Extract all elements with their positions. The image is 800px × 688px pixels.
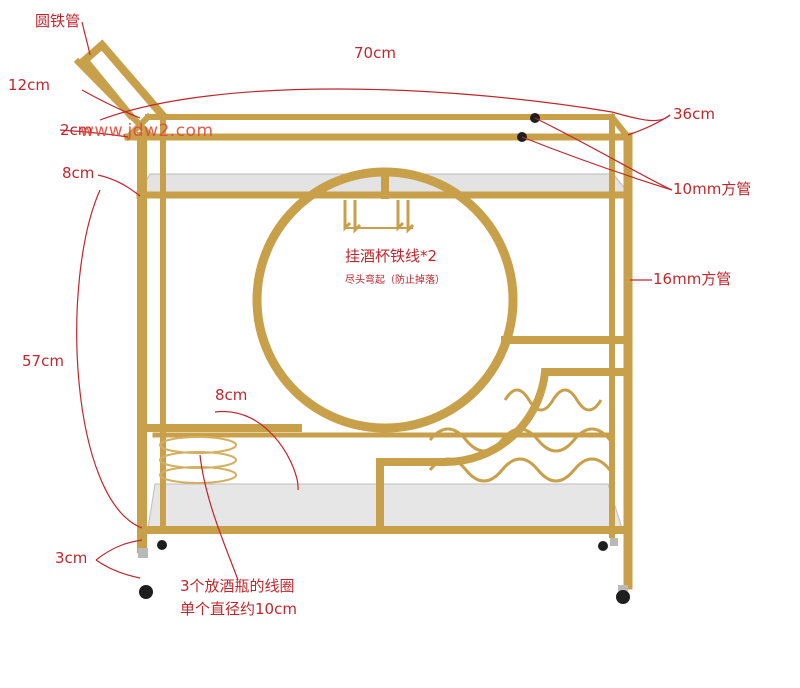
- label-handle-gap: 2cm: [60, 121, 93, 139]
- glass-hanger-wires: [343, 200, 415, 234]
- label-top-gap: 8cm: [62, 164, 95, 182]
- label-leg-bottom: 3cm: [55, 549, 88, 567]
- handle-bar: [79, 39, 170, 123]
- label-handle-height: 12cm: [8, 76, 50, 94]
- wheel-front-left: [139, 585, 153, 599]
- wheel-front-right: [616, 590, 630, 604]
- decorative-ring: [252, 167, 518, 433]
- label-square-tube-16: 16mm方管: [653, 270, 732, 288]
- annotation-lines: [59, 21, 673, 581]
- label-coil-diameter: 单个直径约10cm: [180, 600, 297, 618]
- wine-rack-wire: [428, 388, 612, 483]
- bottom-glass-shelf: [147, 483, 623, 529]
- label-bottle-coil: 3个放酒瓶的线圈: [180, 577, 295, 595]
- watermark: www.jdw2.com: [80, 121, 214, 141]
- label-height: 57cm: [22, 352, 64, 370]
- bottle-coils: [159, 436, 237, 484]
- label-width: 70cm: [354, 44, 396, 62]
- cart-frame: [73, 39, 633, 590]
- wheel-back-right: [598, 541, 608, 551]
- right-panel-arc: [376, 368, 632, 467]
- handle-front: [80, 55, 135, 120]
- wheels: [138, 538, 630, 604]
- label-round-tube: 圆铁管: [35, 12, 81, 30]
- wheel-back-left: [157, 540, 167, 550]
- top-rail-left-side: [123, 112, 153, 142]
- label-glass-hanger: 挂酒杯铁线*2: [345, 247, 438, 265]
- label-depth: 36cm: [673, 105, 715, 123]
- label-glass-hanger-note: 尽头弯起（防止掉落）: [345, 275, 445, 286]
- label-square-tube-10: 10mm方管: [673, 180, 752, 198]
- label-lower-gap: 8cm: [215, 386, 248, 404]
